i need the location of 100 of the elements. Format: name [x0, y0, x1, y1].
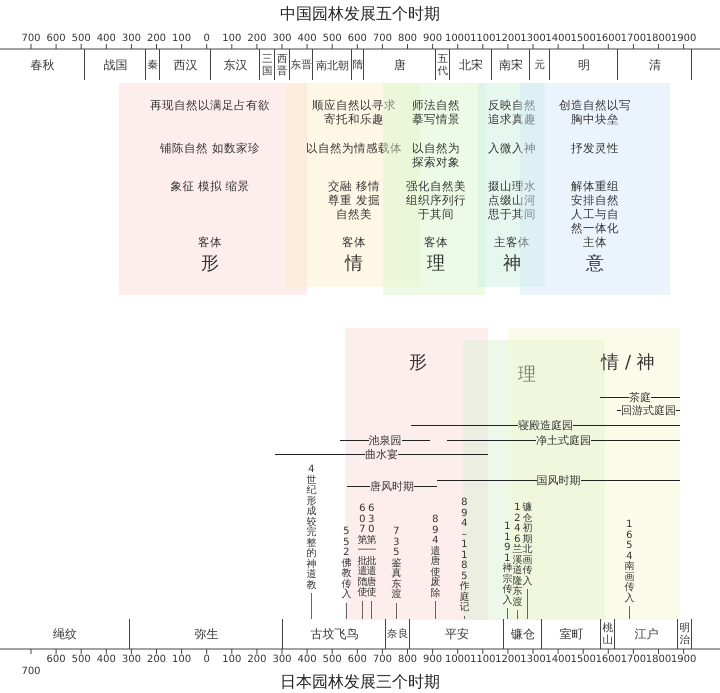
tick-label: 1900 — [670, 654, 698, 665]
period-cell-text: 明 — [577, 56, 591, 74]
tick-label: 300 — [120, 33, 142, 44]
period-cell-text: 清 — [648, 56, 662, 74]
timeline-event: 552 佛教传入 — [341, 527, 352, 600]
description-text: 解体重组安排自然人工与自然一体化 — [570, 179, 620, 235]
tick-label: 300 — [120, 654, 142, 665]
timeline-event: 1246 兰溪道隆东渡 — [512, 503, 522, 608]
tick-label: 100 — [221, 33, 242, 44]
tick-label: 1100 — [470, 654, 496, 665]
period-cell-text: 明治 — [678, 621, 692, 648]
tick-label: 1300 — [520, 33, 546, 44]
period-cell-text: 南宋 — [498, 56, 524, 74]
time-span-bar: 国风时期 — [437, 473, 680, 487]
description-text: 反映自然追求真趣 — [487, 98, 537, 126]
theme-character: 形 — [408, 352, 428, 374]
period-cell-text: 北宋 — [458, 56, 484, 74]
time-span-bar: 净土式庭园 — [447, 433, 680, 447]
tick-label: 200 — [146, 654, 168, 665]
timeline-event: 894–1185 作庭记 — [459, 498, 470, 614]
period-cell-text: 隋 — [352, 58, 364, 73]
period-cell-text: 西晋 — [276, 52, 289, 79]
tick-label: 500 — [70, 33, 92, 44]
tick-label: 400 — [96, 654, 117, 665]
tick-label: 1500 — [570, 654, 596, 665]
theme-character: 神 — [502, 253, 522, 275]
description-text: 顺应自然以寻求寄托和乐趣 — [311, 98, 397, 126]
tick-label: 1200 — [495, 33, 521, 44]
theme-character: 理 — [426, 253, 446, 275]
time-span-bar: 曲水宴 — [275, 447, 488, 461]
tick-label: 1500 — [570, 33, 596, 44]
timeline-event: 1191 禅宗传入 — [502, 522, 512, 606]
period-cell-text: 秦 — [146, 58, 160, 73]
tick-label: 800 — [396, 33, 418, 44]
tick-label: 600 — [46, 654, 67, 665]
period-cell-text: 奈良 — [386, 627, 410, 642]
tick-label: 500 — [322, 33, 343, 44]
tick-label: 1900 — [670, 33, 698, 44]
tick-label: 100 — [221, 654, 242, 665]
chart-title: 日本园林发展三个时期 — [279, 672, 441, 693]
tick-label: 1000 — [444, 654, 471, 665]
tick-label: 700 — [20, 33, 42, 44]
description-text: 再现自然以满足占有欲 — [148, 98, 271, 112]
time-span-bar: 寝殿造庭园 — [411, 418, 680, 432]
description-text: 创造自然以写胸中块垒 — [558, 98, 632, 126]
tick-label: 500 — [70, 654, 92, 665]
chart-title: 中国园林发展五个时期 — [279, 4, 441, 25]
subject-label: 客体 — [197, 235, 223, 249]
tick-label: 400 — [96, 33, 117, 44]
timeline-event: 630 第一批遣唐使 — [366, 504, 376, 598]
tick-label: 800 — [396, 654, 418, 665]
tick-label: 500 — [322, 654, 343, 665]
period-cell-text: 东汉 — [222, 56, 248, 74]
subject-label: 客体 — [423, 235, 449, 249]
tick-label: 1800 — [646, 654, 672, 665]
theme-character: 情 / 神 — [600, 352, 656, 374]
period-cell-text: 三国 — [261, 52, 274, 79]
tick-label: 1800 — [646, 33, 672, 44]
description-text: 象征 模拟 缩景 — [169, 179, 251, 193]
time-span-bar: 池泉园 — [340, 433, 430, 447]
tick-label: 1600 — [596, 33, 622, 44]
period-cell-text: 唐 — [393, 56, 407, 74]
period-cell-text: 南北朝 — [315, 58, 350, 74]
tick-label: 700 — [372, 654, 393, 665]
period-cell-text: 江户 — [634, 626, 660, 642]
tick-label: 1100 — [470, 33, 496, 44]
tick-label: 700 — [20, 666, 42, 677]
description-text: 掇山理水点缀山河思于其间 — [487, 179, 537, 221]
tick-label: 600 — [46, 33, 67, 44]
period-cell-text: 东晋 — [290, 58, 313, 73]
tick-label: 1000 — [444, 33, 471, 44]
tick-label: 600 — [346, 33, 368, 44]
tick-label: 1200 — [495, 654, 521, 665]
tick-label: 1700 — [620, 33, 646, 44]
tick-label: 100 — [171, 654, 192, 665]
theme-character: 情 — [344, 253, 364, 275]
tick-label: 900 — [422, 33, 444, 44]
tick-label: 100 — [171, 33, 192, 44]
period-cell-text: 西汉 — [172, 56, 198, 74]
description-text: 以自然为情感载体 — [304, 141, 403, 155]
period-cell-text: 五代 — [436, 52, 450, 79]
period-cell-text: 春秋 — [30, 56, 56, 74]
tick-label: 1600 — [596, 654, 622, 665]
period-cell-text: 古坟飞鸟 — [310, 626, 360, 642]
tick-label: 200 — [146, 33, 168, 44]
period-cell-text: 桃山 — [602, 621, 614, 648]
theme-character: 理 — [517, 364, 537, 386]
subject-label: 客体 — [341, 235, 367, 249]
tick-label: 300 — [271, 33, 293, 44]
tick-label: 300 — [271, 654, 293, 665]
period-cell-text: 室町 — [558, 626, 584, 642]
timeline-event: 894 遣唐使废除 — [430, 515, 440, 599]
tick-label: 1300 — [520, 654, 546, 665]
period-cell-text: 镰仓 — [510, 626, 536, 642]
tick-label: 0 — [202, 33, 211, 44]
description-text: 铺陈自然 如数家珍 — [159, 141, 261, 155]
description-text: 师法自然摹写情景 — [411, 98, 461, 126]
description-text: 抒发灵性 — [570, 141, 620, 155]
time-span-bar: 唐风时期 — [347, 479, 437, 493]
timeline-event: 607 第一批遣隋使 — [357, 504, 368, 598]
